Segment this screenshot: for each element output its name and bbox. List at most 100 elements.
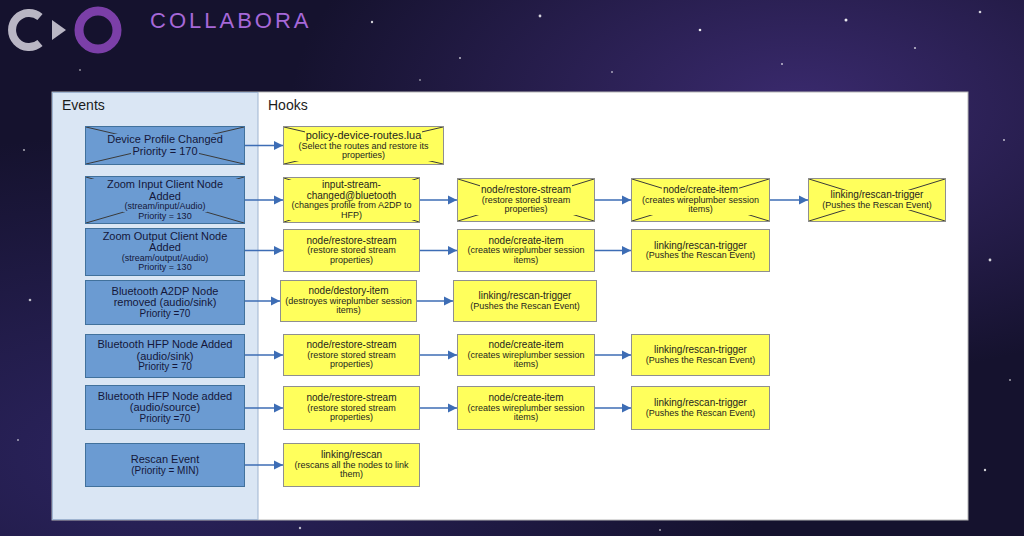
hook-box: node/create-item(creates wireplumber ses… (457, 386, 595, 430)
flow-arrow (417, 300, 453, 301)
flow-arrow (245, 300, 280, 301)
hook-box: node/restore-stream(restore stored strea… (283, 386, 420, 430)
hook-description: (creates wireplumber session items) (462, 351, 590, 370)
hook-name: node/create-item (488, 393, 563, 404)
event-detail: Priority =70 (140, 414, 191, 425)
hook-box: linking/rescan-trigger(Pushes the Rescan… (453, 280, 597, 322)
hook-box: node/destory-item(destroyes wireplumber … (280, 280, 417, 322)
event-detail: (stream/output/Audio) (122, 254, 209, 263)
flow-arrow (245, 407, 283, 408)
flow-arrow (420, 407, 457, 408)
hook-name: node/restore-stream (306, 236, 396, 247)
hook-description: (restore stored stream properties) (288, 351, 415, 370)
event-priority: Priority = 130 (138, 263, 191, 272)
hook-box: input-stream-changed@bluetooth(changes p… (283, 177, 420, 223)
event-box: Zoom Input Client Node Added(stream/inpu… (85, 176, 245, 224)
hook-name: linking/rescan-trigger (654, 398, 747, 409)
event-detail: (stream/input/Audio) (123, 202, 206, 211)
hook-box: policy-device-routes.lua(Select the rout… (283, 126, 444, 165)
hook-name: input-stream-changed@bluetooth (288, 180, 415, 201)
event-box: Zoom Output Client Node Added(stream/out… (85, 228, 245, 276)
hook-name: node/create-item (662, 185, 739, 196)
hook-box: linking/rescan-trigger(Pushes the Rescan… (631, 386, 770, 430)
hook-description: (creates wireplumber session items) (636, 196, 765, 215)
event-detail: Priority = 170 (131, 146, 198, 158)
hook-box: node/create-item(creates wireplumber ses… (457, 229, 595, 272)
hook-name: linking/rescan-trigger (830, 190, 925, 201)
hook-description: (creates wireplumber session items) (462, 404, 590, 423)
hook-name: node/restore-stream (306, 393, 396, 404)
lane-heading: Events (62, 98, 105, 113)
hook-description: (Pushes the Rescan Event) (646, 409, 756, 418)
flow-arrow (245, 354, 283, 355)
lane-heading: Hooks (268, 98, 308, 113)
event-name: Bluetooth HFP Node Added (audio/sink) (90, 339, 240, 362)
event-box: Bluetooth HFP Node added (audio/source)P… (85, 385, 245, 430)
event-detail: Priority =70 (140, 309, 191, 320)
hook-name: node/restore-stream (306, 340, 396, 351)
hook-description: (rescans all the nodes to link them) (288, 461, 415, 480)
flow-arrow (245, 145, 283, 146)
event-box: Bluetooth HFP Node Added (audio/sink)Pri… (85, 334, 245, 378)
logo-mark (12, 11, 117, 49)
hook-name: node/restore-stream (480, 185, 572, 196)
event-name: Rescan Event (131, 454, 199, 466)
event-box: Device Profile ChangedPriority = 170 (85, 126, 245, 165)
hook-description: (changes profile from A2DP to HFP) (288, 201, 415, 220)
hook-box: node/create-item(creates wireplumber ses… (457, 334, 595, 376)
hook-box: linking/rescan(rescans all the nodes to … (283, 443, 420, 487)
event-priority: Priority = 130 (137, 212, 192, 221)
hook-name: linking/rescan-trigger (654, 345, 747, 356)
event-detail: Priority = 70 (138, 362, 192, 373)
hook-name: linking/rescan (321, 450, 382, 461)
hook-description: (restore stored stream properties) (462, 196, 590, 215)
hook-name: node/create-item (488, 340, 563, 351)
flow-arrow (595, 199, 631, 200)
hook-description: (restore stored stream properties) (288, 246, 415, 265)
hook-name: node/destory-item (308, 286, 388, 297)
hook-name: linking/rescan-trigger (479, 291, 572, 302)
flow-arrow (420, 354, 457, 355)
hook-description: (Pushes the Rescan Event) (470, 302, 580, 311)
flow-arrow (770, 199, 808, 200)
hook-box: linking/rescan-trigger(Pushes the Rescan… (631, 229, 770, 272)
event-detail: (Priority = MIN) (131, 466, 199, 477)
events-column (53, 93, 259, 520)
flow-arrow (420, 250, 457, 251)
event-box: Bluetooth A2DP Node removed (audio/sink)… (85, 280, 245, 325)
event-name: Bluetooth HFP Node added (audio/source) (90, 391, 240, 414)
diagram-panel (52, 92, 968, 520)
hook-box: node/restore-stream(restore stored strea… (283, 229, 420, 272)
brand-name: COLLABORA (150, 8, 312, 34)
event-name: Bluetooth A2DP Node removed (audio/sink) (90, 286, 240, 309)
flow-arrow (245, 464, 283, 465)
event-name: Zoom Output Client Node Added (90, 231, 240, 254)
flow-arrow (595, 250, 631, 251)
hook-name: policy-device-routes.lua (305, 130, 423, 142)
hook-box: linking/rescan-trigger(Pushes the Rescan… (808, 178, 946, 222)
stars (17, 11, 1011, 531)
hook-description: (Pushes the Rescan Event) (646, 251, 756, 260)
hook-description: (Pushes the Rescan Event) (646, 356, 756, 365)
hook-box: node/create-item(creates wireplumber ses… (631, 178, 770, 222)
flow-arrow (595, 354, 631, 355)
event-name: Device Profile Changed (106, 134, 224, 146)
flow-arrow (245, 250, 283, 251)
events-lane: EventsDevice Profile ChangedPriority = 1… (52, 92, 258, 520)
hook-description: (creates wireplumber session items) (462, 246, 590, 265)
hook-description: (destroyes wireplumber session items) (285, 297, 412, 316)
hook-description: (Select the routes and restore its prope… (288, 142, 439, 161)
event-name: Zoom Input Client Node Added (90, 179, 240, 202)
hook-box: node/restore-stream(restore stored strea… (283, 334, 420, 376)
hook-name: node/create-item (488, 236, 563, 247)
hook-description: (restore stored stream properties) (288, 404, 415, 423)
flow-arrow (245, 199, 283, 200)
hook-name: linking/rescan-trigger (654, 241, 747, 252)
hook-box: node/restore-stream(restore stored strea… (457, 178, 595, 222)
flow-arrow (420, 199, 457, 200)
hook-description: (Pushes the Rescan Event) (821, 201, 933, 210)
flow-arrow (595, 407, 631, 408)
hooks-lane: Hooks policy-device-routes.lua(Select the… (258, 92, 968, 520)
event-box: Rescan Event(Priority = MIN) (85, 443, 245, 487)
hook-box: linking/rescan-trigger(Pushes the Rescan… (631, 334, 770, 376)
